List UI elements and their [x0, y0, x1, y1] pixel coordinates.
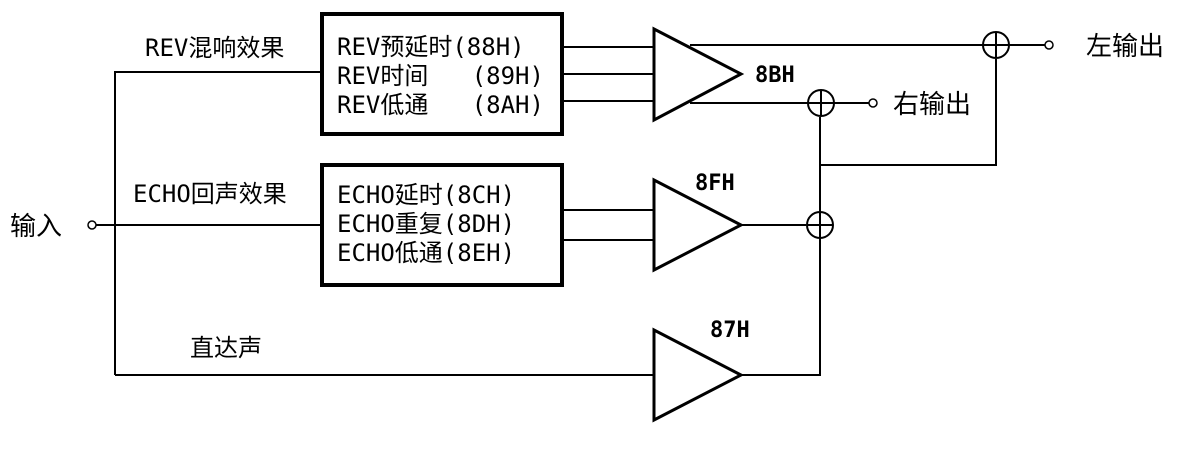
echo-amplifier — [652, 177, 745, 273]
direct-path-label: 直达声 — [190, 334, 262, 362]
rev-amplifier — [652, 26, 745, 123]
direct-amplifier — [652, 327, 745, 423]
echo-effect-box — [320, 163, 564, 287]
echo-param-2: ECHO重复(8DH) — [337, 210, 515, 238]
rev-param-2: REV时间 (89H) — [337, 62, 544, 90]
input-terminal — [87, 220, 97, 230]
direct-gain-label: 87H — [710, 318, 750, 343]
mixer-left — [982, 31, 1010, 59]
rev-param-3: REV低通 (8AH) — [337, 91, 544, 119]
direct-to-mixer-wire — [741, 238, 821, 376]
echo-gain-label: 8FH — [695, 171, 735, 196]
left-output-terminal — [1044, 40, 1054, 50]
input-bus-rev — [114, 71, 322, 375]
echo-mixer-to-left-wire — [820, 59, 997, 166]
right-output-terminal — [868, 98, 878, 108]
echo-param-3: ECHO低通(8EH) — [337, 239, 515, 267]
mixer-echo-direct — [806, 211, 834, 239]
rev-gain-label: 8BH — [755, 63, 795, 88]
echo-param-1: ECHO延时(8CH) — [337, 181, 515, 209]
mixer-right — [807, 89, 835, 117]
rev-param-1: REV预延时(88H) — [337, 33, 525, 61]
echo-path-label: ECHO回声效果 — [133, 180, 287, 208]
rev-path-label: REV混响效果 — [145, 34, 284, 62]
left-output-label: 左输出 — [1086, 32, 1164, 62]
input-label: 输入 — [10, 212, 62, 242]
right-output-label: 右输出 — [893, 90, 971, 120]
